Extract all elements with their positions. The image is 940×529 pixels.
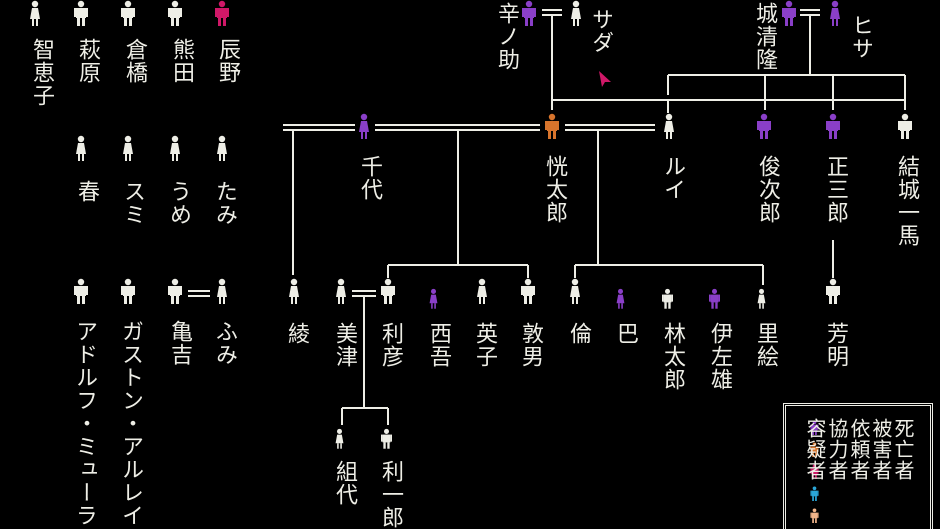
name-kamekichi[interactable]: 亀吉: [167, 320, 192, 366]
name-gaston[interactable]: ガストン・アルレイ: [118, 320, 143, 527]
name-tomoeko[interactable]: 智恵子: [29, 38, 54, 107]
name-mitsu[interactable]: 美津: [332, 322, 357, 368]
name-rintaro[interactable]: 林太郎: [660, 322, 685, 391]
figure-gaston-icon[interactable]: [121, 278, 135, 304]
name-tomoe[interactable]: 巴: [613, 322, 638, 345]
name-isao[interactable]: 伊左雄: [707, 322, 732, 391]
name-fumi[interactable]: ふみ: [212, 320, 237, 366]
name-sada[interactable]: サダ: [588, 8, 613, 54]
name-toshiichiro[interactable]: 利一郎: [378, 460, 403, 529]
legend-figure-icon: [810, 486, 819, 501]
legend-label: 容疑者: [803, 418, 827, 481]
name-seiryu[interactable]: 城清隆: [752, 2, 777, 71]
figure-atsuo-icon[interactable]: [521, 278, 535, 304]
name-shinnosuke[interactable]: 辛ノ助: [494, 2, 519, 71]
name-atsuo[interactable]: 敦男: [518, 322, 543, 368]
name-sumi[interactable]: スミ: [120, 180, 145, 226]
name-kumada[interactable]: 熊田: [169, 38, 194, 84]
figure-seiryu-icon[interactable]: [782, 0, 796, 26]
figure-toshiichiro-icon[interactable]: [381, 428, 392, 449]
figure-fumi-icon[interactable]: [215, 278, 229, 304]
figure-rintaro-icon[interactable]: [662, 288, 673, 309]
figure-toshihiko-icon[interactable]: [381, 278, 395, 304]
figure-shozaburo-icon[interactable]: [826, 113, 840, 139]
figure-chiyo-icon[interactable]: [357, 113, 371, 139]
figure-aya-icon[interactable]: [287, 278, 301, 304]
name-kumiyo[interactable]: 組代: [332, 460, 357, 506]
name-shozaburo[interactable]: 正三郎: [823, 155, 848, 224]
figure-rie-icon[interactable]: [756, 288, 767, 309]
figure-sumi-icon[interactable]: [121, 135, 135, 161]
name-chiyo[interactable]: 千代: [357, 155, 382, 201]
figure-kotaro-icon[interactable]: [545, 113, 559, 139]
figure-rin-icon[interactable]: [568, 278, 582, 304]
name-yoshiaki[interactable]: 芳明: [823, 322, 848, 368]
name-shunjiro[interactable]: 俊次郎: [755, 155, 780, 224]
name-tami[interactable]: たみ: [212, 180, 237, 226]
figure-tomoe-icon[interactable]: [615, 288, 626, 309]
figure-ume-icon[interactable]: [168, 135, 182, 161]
name-hagiwara[interactable]: 萩原: [75, 38, 100, 84]
name-toshihiko[interactable]: 利彦: [378, 322, 403, 368]
name-rin[interactable]: 倫: [566, 322, 591, 345]
name-haru[interactable]: 春: [74, 180, 99, 203]
figure-kumiyo-icon[interactable]: [334, 428, 345, 449]
figure-tatsuno-icon[interactable]: [215, 0, 229, 26]
name-adolf[interactable]: アドルフ・ミューラ: [72, 320, 97, 527]
figure-shinnosuke-icon[interactable]: [522, 0, 536, 26]
legend-label: 被害者: [869, 418, 893, 481]
legend-figure-icon: [810, 420, 819, 435]
figure-kamekichi-icon[interactable]: [168, 278, 182, 304]
name-kotaro[interactable]: 恍太郎: [542, 155, 567, 224]
figure-hagiwara-icon[interactable]: [74, 0, 88, 26]
legend-label: 死亡者: [891, 418, 915, 481]
legend-box: 死亡者 被害者 依頼者 協力者 容疑者: [783, 403, 933, 529]
figure-yoshiaki-icon[interactable]: [826, 278, 840, 304]
pointer-cursor-icon: [599, 71, 611, 87]
figure-mitsu-icon[interactable]: [334, 278, 348, 304]
figure-rui-icon[interactable]: [662, 113, 676, 139]
figure-shunjiro-icon[interactable]: [757, 113, 771, 139]
figure-kurahashi-icon[interactable]: [121, 0, 135, 26]
legend-label: 依頼者: [847, 418, 871, 481]
figure-haru-icon[interactable]: [74, 135, 88, 161]
figure-saigo-icon[interactable]: [428, 288, 439, 309]
name-hisa[interactable]: ヒサ: [848, 14, 873, 60]
name-aya[interactable]: 綾: [284, 322, 309, 345]
legend-figure-icon: [810, 442, 819, 457]
figure-isao-icon[interactable]: [709, 288, 720, 309]
name-eiko[interactable]: 英子: [472, 322, 497, 368]
figure-tomoeko-icon[interactable]: [28, 0, 42, 26]
figure-hisa-icon[interactable]: [828, 0, 842, 26]
name-tatsuno[interactable]: 辰野: [215, 38, 240, 84]
name-rie[interactable]: 里絵: [753, 322, 778, 368]
name-kazuma[interactable]: 結城一馬: [894, 155, 919, 247]
name-rui[interactable]: ルイ: [660, 155, 685, 201]
name-saigo[interactable]: 西吾: [426, 322, 451, 368]
figure-eiko-icon[interactable]: [475, 278, 489, 304]
legend-figure-icon: [810, 508, 819, 523]
figure-sada-icon[interactable]: [569, 0, 583, 26]
legend-label: 協力者: [825, 418, 849, 481]
figure-adolf-icon[interactable]: [74, 278, 88, 304]
name-ume[interactable]: うめ: [166, 180, 191, 226]
figure-kumada-icon[interactable]: [168, 0, 182, 26]
figure-kazuma-icon[interactable]: [898, 113, 912, 139]
name-kurahashi[interactable]: 倉橋: [122, 38, 147, 84]
figure-tami-icon[interactable]: [215, 135, 229, 161]
legend-figure-icon: [810, 464, 819, 479]
